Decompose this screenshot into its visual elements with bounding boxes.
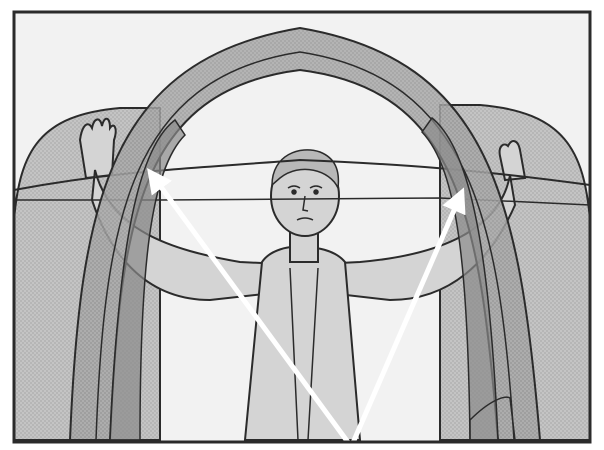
torso	[245, 247, 360, 440]
left-hand	[80, 119, 116, 178]
